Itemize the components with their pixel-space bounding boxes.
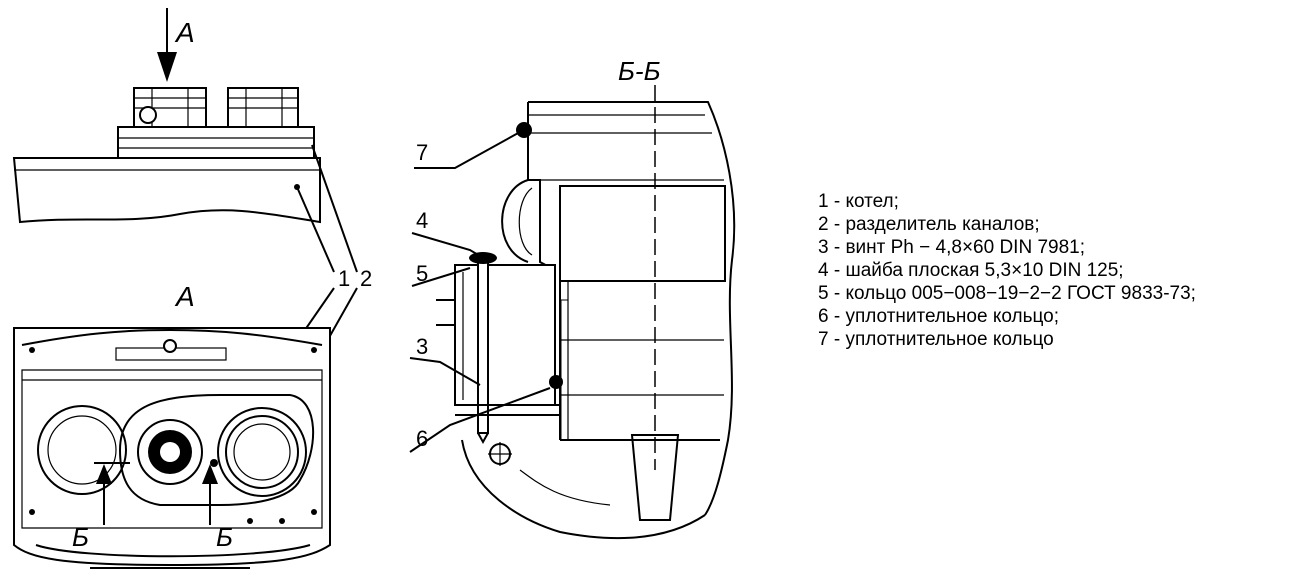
callout-4: 4 [416, 208, 428, 233]
housing [454, 264, 556, 406]
callout-3: 3 [416, 334, 428, 359]
nozzle [630, 434, 680, 521]
section-title: Б-Б [618, 56, 661, 86]
callout-2: 2 [360, 266, 372, 291]
view-arrow-head [157, 52, 177, 82]
parts-legend: 1 - котел; 2 - разделитель каналов; 3 - … [818, 190, 1196, 351]
seal-7 [516, 122, 532, 138]
boiler-top-view: А [12, 8, 321, 224]
legend-item: 7 - уплотнительное кольцо [818, 329, 1054, 350]
right-opening [217, 407, 307, 497]
section-label-b-right: Б [216, 522, 233, 552]
callout-5: 5 [416, 261, 428, 286]
section-label-b-left: Б [72, 522, 89, 552]
legend-item: 1 - котел; [818, 191, 899, 212]
channel-divider [118, 394, 315, 506]
legend-item: 4 - шайба плоская 5,3×10 DIN 125; [818, 260, 1124, 281]
section-bb [436, 85, 736, 540]
seal-6 [549, 375, 563, 389]
view-a-title: А [174, 281, 195, 312]
legend-item: 6 - уплотнительное кольцо; [818, 306, 1059, 327]
screw [477, 257, 489, 434]
callout-1: 1 [338, 266, 350, 291]
callout-6: 6 [416, 426, 428, 451]
boiler-body [12, 157, 321, 224]
washer [469, 252, 497, 264]
upper-block [559, 185, 726, 282]
clamp-screw [139, 106, 157, 124]
adapter-base [117, 126, 315, 159]
legend-item: 2 - разделитель каналов; [818, 214, 1040, 235]
callout-7: 7 [416, 140, 428, 165]
legend-item: 3 - винт Ph − 4,8×60 DIN 7981; [818, 237, 1085, 258]
dome [501, 179, 529, 263]
boiler-view-a [13, 327, 331, 569]
legend-item: 5 - кольцо 005−008−19−2−2 ГОСТ 9833-73; [818, 283, 1196, 304]
section-leaders [409, 131, 551, 453]
view-arrow-label: А [174, 17, 195, 48]
left-opening [37, 405, 127, 495]
